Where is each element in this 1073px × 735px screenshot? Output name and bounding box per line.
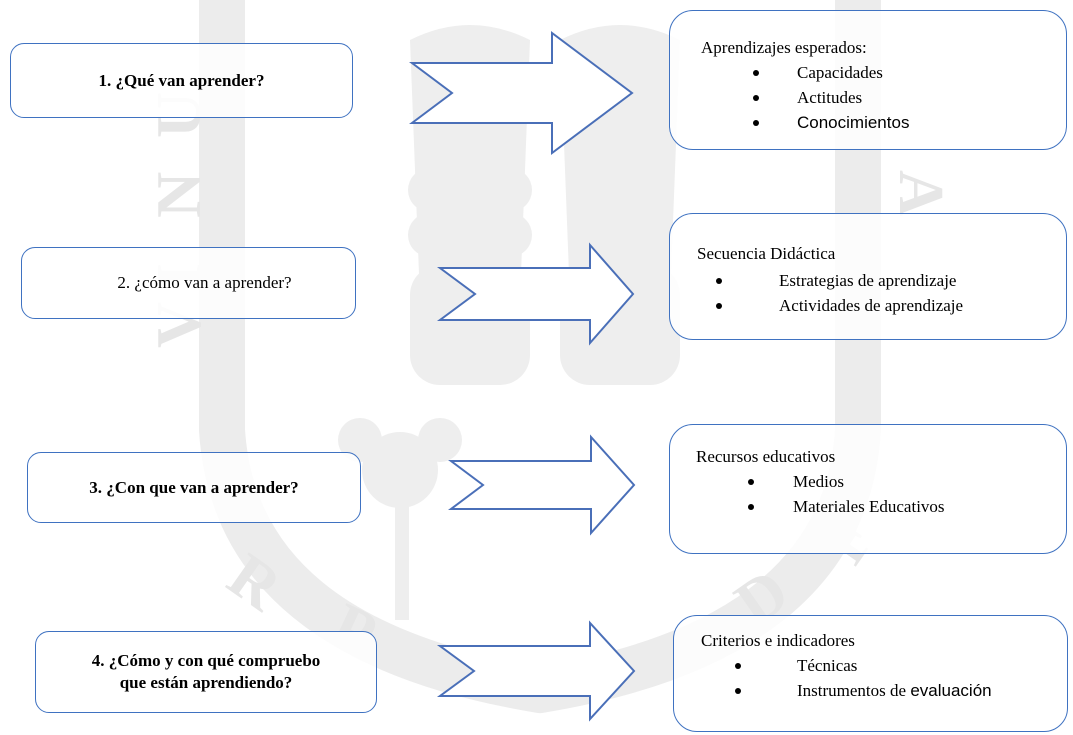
result-list-3: Medios Materiales Educativos	[670, 469, 1066, 519]
list-item: Técnicas	[674, 653, 1067, 678]
bullet-icon	[716, 278, 722, 284]
arrow-right-icon	[448, 434, 636, 536]
list-item: Capacidades	[670, 60, 1066, 85]
bullet-icon	[753, 95, 759, 101]
result-list-1: Capacidades Actitudes Conocimientos	[670, 60, 1066, 135]
svg-text:A: A	[886, 170, 957, 216]
result-box-3: Recursos educativos Medios Materiales Ed…	[669, 424, 1067, 554]
question-text-3: 3. ¿Con que van a aprender?	[89, 477, 299, 497]
result-list-4: Técnicas Instrumentos de evaluación	[674, 653, 1067, 703]
result-list-2: Estrategias de aprendizaje Actividades d…	[670, 268, 1066, 318]
result-title-2: Secuencia Didáctica	[697, 244, 836, 263]
list-item: Medios	[670, 469, 1066, 494]
bullet-icon	[748, 504, 754, 510]
question-box-2: 2. ¿cómo van a aprender?	[21, 247, 356, 319]
list-item: Actividades de aprendizaje	[670, 293, 1066, 318]
list-item: Materiales Educativos	[670, 494, 1066, 519]
question-box-1: 1. ¿Qué van aprender?	[10, 43, 353, 118]
bullet-icon	[735, 688, 741, 694]
result-box-1: Aprendizajes esperados: Capacidades Acti…	[669, 10, 1067, 150]
question-box-3: 3. ¿Con que van a aprender?	[27, 452, 361, 523]
arrow-right-icon	[436, 620, 636, 722]
result-title-3: Recursos educativos	[696, 447, 836, 466]
arrow-right-icon	[409, 31, 634, 155]
question-text-4-line-1: 4. ¿Cómo y con qué compruebo	[91, 651, 321, 670]
result-box-2: Secuencia Didáctica Estrategias de apren…	[669, 213, 1067, 340]
arrow-right-icon	[436, 242, 635, 346]
result-title-4: Criterios e indicadores	[701, 631, 855, 650]
question-text-4-line-2: que están aprendiendo?	[119, 673, 293, 692]
result-box-4: Criterios e indicadores Técnicas Instrum…	[673, 615, 1068, 732]
list-item: Actitudes	[670, 85, 1066, 110]
list-item: Estrategias de aprendizaje	[670, 268, 1066, 293]
result-title-1: Aprendizajes esperados:	[701, 38, 867, 57]
bullet-icon	[716, 303, 722, 309]
list-item: Instrumentos de evaluación	[674, 678, 1067, 703]
svg-text:N: N	[143, 172, 214, 218]
list-item: Conocimientos	[670, 110, 1066, 135]
bullet-icon	[748, 479, 754, 485]
question-text-2: 2. ¿cómo van a aprender?	[117, 273, 292, 292]
bullet-icon	[753, 70, 759, 76]
bullet-icon	[753, 120, 759, 126]
question-box-4: 4. ¿Cómo y con qué compruebo que están a…	[35, 631, 377, 713]
bullet-icon	[735, 663, 741, 669]
question-text-1: 1. ¿Qué van aprender?	[98, 70, 265, 90]
